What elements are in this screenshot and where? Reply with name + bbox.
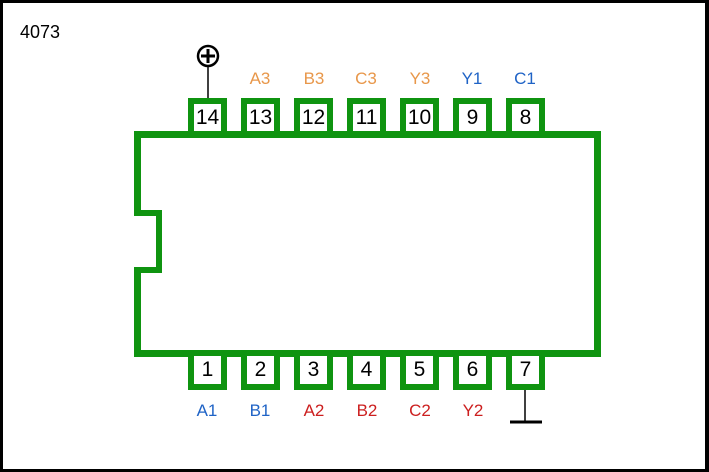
pin-4: 4	[347, 356, 386, 390]
pin-7: 7	[506, 356, 545, 390]
pin-label-4: B2	[356, 401, 378, 420]
pin-9: 9	[453, 98, 492, 132]
pin-label-10: Y3	[409, 69, 431, 88]
pin-label-11: C3	[355, 69, 377, 88]
chip-notch	[134, 210, 162, 273]
pin-1: 1	[188, 356, 227, 390]
ground-icon	[510, 390, 542, 424]
pin-label-13: A3	[249, 69, 271, 88]
pin-label-12: B3	[303, 69, 325, 88]
chip-title: 4073	[20, 22, 61, 42]
pin-label-9: Y1	[461, 69, 483, 88]
pin-10: 10	[400, 98, 439, 132]
pin-5: 5	[400, 356, 439, 390]
pin-6: 6	[453, 356, 492, 390]
pin-8: 8	[506, 98, 545, 132]
pin-label-2: B1	[249, 401, 271, 420]
pin-3: 3	[294, 356, 333, 390]
pin-label-5: C2	[409, 401, 431, 420]
vdd-plus-icon	[196, 44, 220, 98]
supply-symbols	[196, 44, 542, 424]
pin-label-6: Y2	[462, 401, 484, 420]
pin-13: 13	[241, 98, 280, 132]
pin-label-3: A2	[303, 401, 325, 420]
pin-label-1: A1	[196, 401, 218, 420]
pin-12: 12	[294, 98, 333, 132]
pin-label-8: C1	[514, 69, 536, 88]
pin-14: 14	[188, 98, 227, 132]
pin-11: 11	[347, 98, 386, 132]
pin-2: 2	[241, 356, 280, 390]
